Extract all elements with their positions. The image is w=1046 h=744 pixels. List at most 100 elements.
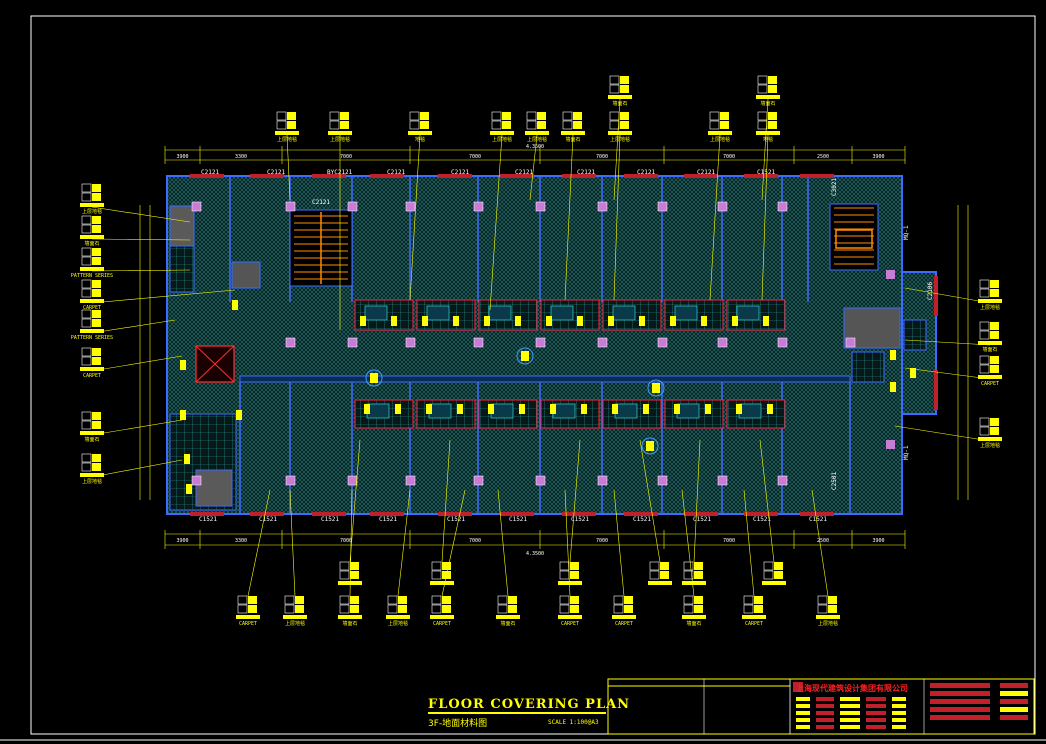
material-tag-bottom-base — [682, 581, 706, 585]
tag-leader — [613, 98, 621, 201]
section-marker — [516, 347, 534, 365]
material-tag-left-fill — [92, 184, 101, 192]
window-bottom — [370, 512, 404, 516]
material-tag-left-fill — [92, 310, 101, 318]
title-underline — [428, 712, 606, 714]
dimension-value: 7000 — [723, 154, 735, 160]
material-tag-left — [81, 309, 92, 319]
window-label-bottom: C1521 — [571, 516, 589, 523]
fixture — [186, 484, 192, 494]
tag-leader — [489, 134, 503, 311]
window-top — [800, 174, 834, 178]
material-tag-top-base — [756, 131, 780, 135]
material-tag-top-fill — [537, 112, 546, 120]
fixture-top — [701, 316, 707, 326]
material-tag-bottom — [339, 570, 350, 580]
structural-column — [405, 475, 416, 486]
material-tag-left — [81, 192, 92, 202]
material-tag-left-base — [80, 299, 104, 303]
tag-label: 墙面石 — [84, 240, 99, 247]
fixture-top — [639, 316, 645, 326]
material-tag-left — [81, 356, 92, 366]
bathtub-top — [488, 305, 512, 321]
tag-leader — [91, 269, 191, 272]
material-tag-bottom-base — [236, 615, 260, 619]
material-tag-top-fill — [768, 121, 777, 129]
structural-column — [597, 201, 608, 212]
tag-leader — [349, 439, 361, 563]
material-tag-bottom-fill — [694, 571, 703, 579]
tb-cell — [840, 704, 860, 708]
material-tag-top-base — [561, 131, 585, 135]
tb-cell — [930, 715, 990, 720]
material-tag-top-base — [275, 131, 299, 135]
fixture-bottom — [767, 404, 773, 414]
fixture-bottom — [643, 404, 649, 414]
window-label-top: C2121 — [515, 169, 533, 176]
right-stair-landing — [835, 229, 873, 249]
window-label-bottom: C1521 — [509, 516, 527, 523]
material-tag-bottom-fill — [694, 562, 703, 570]
tb-cell — [866, 711, 886, 715]
structural-column — [191, 475, 202, 486]
material-tag-right-base — [978, 375, 1002, 379]
material-tag-top — [757, 75, 768, 85]
material-tag-top — [609, 84, 620, 94]
material-tag-bottom-base — [430, 615, 454, 619]
tag-leader — [286, 134, 291, 201]
bathtub-bottom — [428, 403, 452, 419]
window-label-bottom: C1521 — [199, 516, 217, 523]
material-tag-bottom — [237, 604, 248, 614]
material-tag-right — [979, 288, 990, 298]
tb-cell — [796, 711, 810, 715]
material-tag-right-fill — [990, 418, 999, 426]
tb-cell — [840, 697, 860, 701]
material-tag-bottom-base — [338, 581, 362, 585]
material-tag-bottom-fill — [350, 571, 359, 579]
material-tag-top-base — [328, 131, 352, 135]
bathtub-top — [550, 305, 574, 321]
structural-column — [535, 337, 546, 348]
bathtub-top — [736, 305, 760, 321]
material-tag-right — [979, 279, 990, 289]
material-tag-left — [81, 453, 92, 463]
material-tag-left — [81, 347, 92, 357]
material-tag-bottom — [431, 595, 442, 605]
dimension-value: 3300 — [235, 154, 247, 160]
material-tag-bottom — [763, 561, 774, 571]
window-bottom — [800, 512, 834, 516]
material-tag-bottom — [559, 595, 570, 605]
material-tag-top — [562, 120, 573, 130]
window-bottom — [438, 512, 472, 516]
tag-label: 上层地毯 — [388, 620, 408, 627]
window-label-top: C2121 — [451, 169, 469, 176]
material-tag-bottom-base — [283, 615, 307, 619]
material-tag-right — [979, 364, 990, 374]
window-label-bottom: C1521 — [693, 516, 711, 523]
material-tag-left — [81, 224, 92, 234]
window-bottom — [684, 512, 718, 516]
tag-label: 上层地毯 — [82, 208, 102, 215]
material-tag-bottom-fill — [248, 596, 257, 604]
bathtub-bottom — [676, 403, 700, 419]
window-right — [934, 370, 938, 410]
tag-label: 墙面石 — [686, 620, 701, 627]
material-tag-left-base — [80, 473, 104, 477]
material-tag-top — [329, 120, 340, 130]
tb-cell — [816, 718, 834, 722]
tag-leader — [289, 489, 296, 597]
tag-leader — [497, 489, 509, 597]
material-tag-top — [276, 111, 287, 121]
material-tag-left — [81, 462, 92, 472]
tb-cell — [1000, 683, 1028, 688]
tb-cell — [866, 704, 886, 708]
dimension-value: 3900 — [176, 154, 188, 160]
tag-leader — [681, 489, 695, 597]
section-marker-tag — [370, 373, 378, 383]
material-tag-top-fill — [287, 112, 296, 120]
material-tag-left-fill — [92, 257, 101, 265]
material-tag-bottom — [237, 595, 248, 605]
material-tag-bottom — [743, 604, 754, 614]
material-tag-top — [709, 120, 720, 130]
